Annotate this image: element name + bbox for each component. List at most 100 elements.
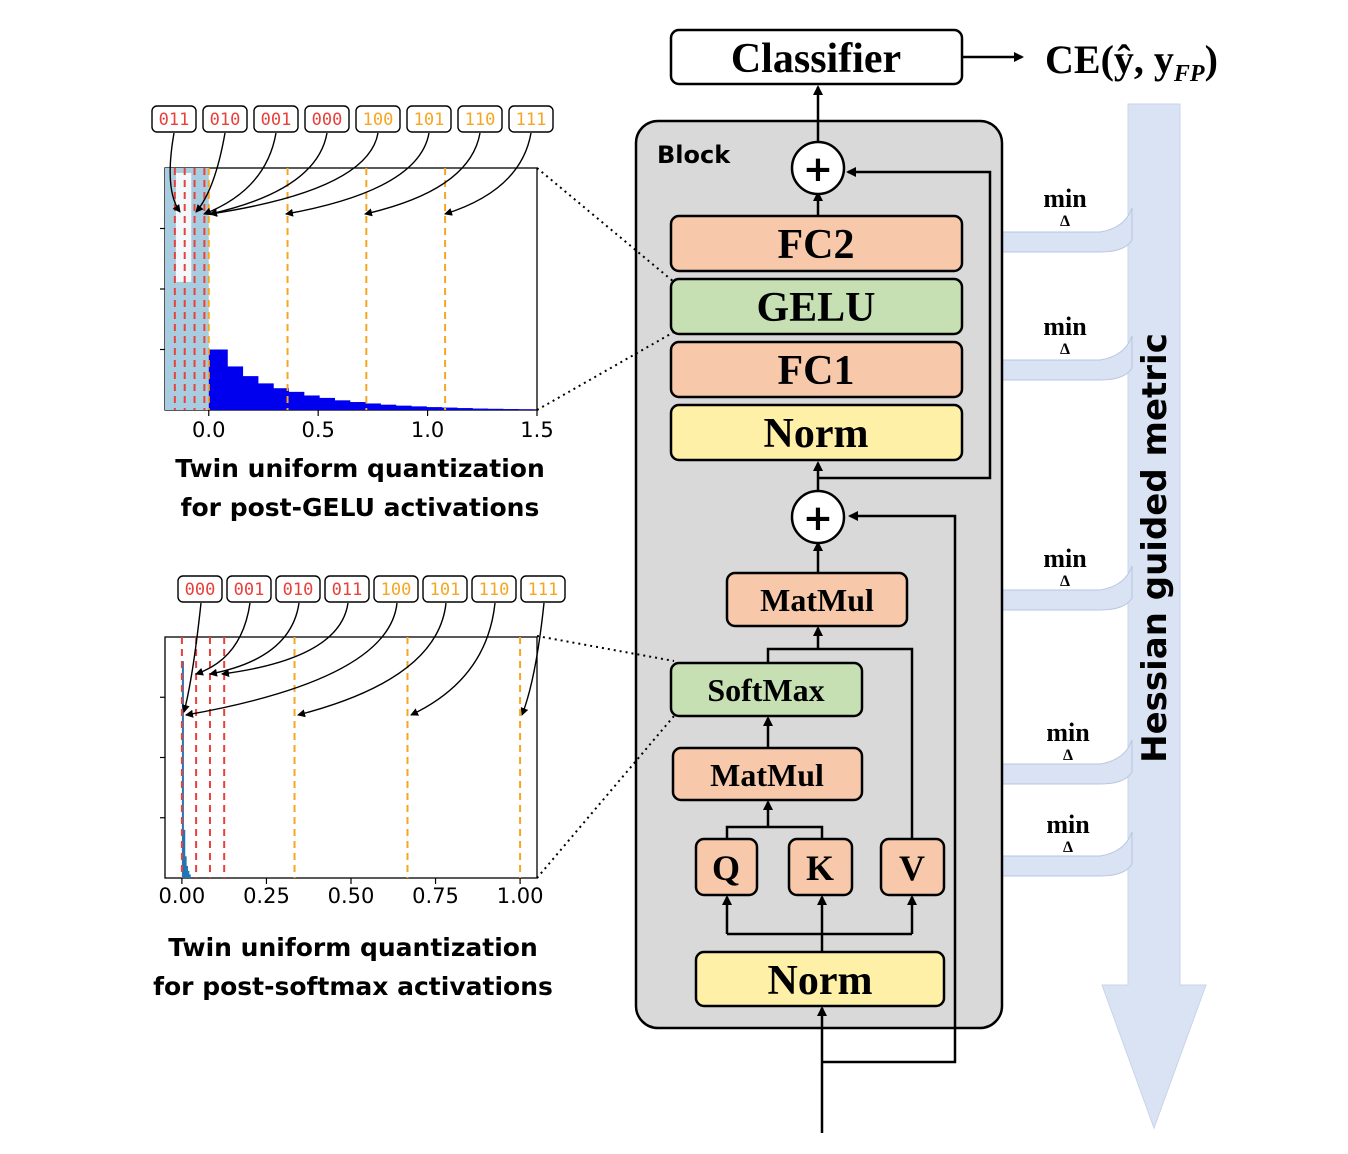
- min-sub-3: Δ: [1060, 573, 1070, 590]
- softmax-code-label: 010: [283, 580, 314, 600]
- min-label-3: min: [1043, 544, 1087, 573]
- norm-top-label: Norm: [764, 411, 869, 457]
- mlp-stack: FC2 GELU FC1 Norm: [669, 214, 964, 462]
- min-sub-1: Δ: [1060, 213, 1070, 230]
- gelu-code-box: [355, 105, 401, 133]
- softmax-code-label: 011: [332, 580, 363, 600]
- gelu-code-arrow: [169, 132, 181, 213]
- softmax-code-arrow: [520, 602, 545, 716]
- matmul-top-box: [725, 571, 909, 628]
- softmax-code-label: 111: [528, 580, 559, 600]
- gelu-bar: [208, 349, 228, 410]
- gelu-code-arrow: [285, 132, 430, 217]
- q-label: Q: [712, 848, 740, 888]
- loss-subscript: FP: [1173, 61, 1205, 87]
- gelu-bar: [300, 395, 320, 410]
- gelu-code-arrow: [364, 132, 481, 217]
- gelu-bar: [239, 376, 259, 410]
- connectors: [722, 85, 992, 1133]
- gelu-bar: [469, 408, 489, 410]
- softmax-code-box: [275, 575, 321, 603]
- loss-label: CE(ŷ, yFP): [1045, 37, 1218, 87]
- hessian-metric-arrow: Hessian guided metric: [1101, 103, 1207, 1130]
- gelu-bar: [346, 402, 366, 410]
- gelu-code-box: [304, 105, 350, 133]
- softmax-code-label: 100: [381, 580, 412, 600]
- softmax-caption-line2: for post-softmax activations: [153, 972, 553, 1001]
- k-label: K: [806, 848, 834, 888]
- gelu-bar: [224, 366, 244, 410]
- min-sub-2: Δ: [1060, 341, 1070, 358]
- softmax-code-box: [471, 575, 517, 603]
- gelu-code-box: [508, 105, 554, 133]
- gelu-code-label: 111: [516, 110, 547, 130]
- softmax-code-label: 000: [185, 580, 216, 600]
- softmax-code-arrow: [185, 602, 398, 718]
- softmax-code-box: [422, 575, 468, 603]
- gelu-xtick-label: 1.0: [411, 418, 444, 442]
- softmax-code-arrow: [410, 602, 496, 716]
- gelu-code-box: [457, 105, 503, 133]
- matmul-bottom-box: [671, 746, 864, 802]
- gelu-bar: [254, 383, 274, 410]
- softmax-bar: [187, 870, 190, 878]
- gelu-code-arrow: [203, 132, 277, 216]
- gelu-code-label: 000: [312, 110, 343, 130]
- gelu-code-label: 010: [210, 110, 241, 130]
- fc1-label: FC1: [778, 348, 855, 394]
- gelu-bar: [515, 409, 535, 410]
- gelu-bar: [377, 404, 397, 410]
- gelu-code-box: [406, 105, 452, 133]
- softmax-code-arrow: [195, 602, 251, 676]
- gelu-bar: [392, 405, 412, 410]
- gelu-bar: [407, 406, 427, 410]
- gelu-code-label: 110: [465, 110, 496, 130]
- min-sub-5: Δ: [1063, 839, 1073, 856]
- gelu-code-arrow: [209, 132, 379, 217]
- softmax-code-box: [373, 575, 419, 603]
- gelu-code-box: [151, 105, 197, 133]
- gelu-bar: [499, 409, 519, 410]
- gelu-code-arrow: [444, 132, 532, 216]
- gelu-code-arrow: [195, 132, 226, 213]
- softmax-xtick-label: 0.00: [159, 884, 206, 908]
- min-label-4: min: [1046, 718, 1090, 747]
- plus-symbol-top: +: [803, 149, 833, 190]
- softmax-xtick-label: 0.75: [412, 884, 459, 908]
- gelu-bar: [438, 407, 458, 410]
- gelu-code-label: 100: [363, 110, 394, 130]
- gelu-bar: [270, 388, 290, 410]
- softmax-xtick-label: 0.25: [243, 884, 290, 908]
- gelu-xtick-label: 0.0: [192, 418, 225, 442]
- gelu-code-label: 001: [261, 110, 292, 130]
- softmax-code-label: 001: [234, 580, 265, 600]
- fc2-box: [669, 214, 964, 273]
- softmax-plot-area: [164, 636, 538, 879]
- gelu-box: [669, 277, 964, 336]
- matmul-top-label: MatMul: [760, 582, 874, 618]
- gelu-bar: [315, 397, 335, 410]
- v-label: V: [899, 848, 925, 888]
- residual-add-top: [790, 140, 846, 196]
- fc1-box: [669, 340, 964, 399]
- min-labels: min Δ min Δ min Δ min Δ min Δ: [1043, 184, 1090, 856]
- gelu-negative-highlight: [175, 173, 192, 282]
- softmax-xtick-label: 1.00: [497, 884, 544, 908]
- gelu-code-box: [253, 105, 299, 133]
- gelu-bar: [453, 408, 473, 410]
- softmax-code-arrow: [221, 602, 349, 678]
- gelu-bar: [331, 400, 351, 410]
- q-box: [694, 837, 759, 897]
- matmul-bottom-label: MatMul: [710, 757, 824, 793]
- gelu-caption-line1: Twin uniform quantization: [175, 454, 545, 483]
- softmax-bar: [184, 856, 187, 878]
- hessian-metric-label: Hessian guided metric: [1135, 333, 1175, 763]
- softmax-code-box: [177, 575, 223, 603]
- gelu-bar: [361, 403, 381, 410]
- min-label-2: min: [1043, 312, 1087, 341]
- softmax-label: SoftMax: [707, 672, 824, 708]
- gelu-label: GELU: [756, 285, 875, 331]
- softmax-code-label: 110: [479, 580, 510, 600]
- softmax-code-arrow: [181, 602, 202, 713]
